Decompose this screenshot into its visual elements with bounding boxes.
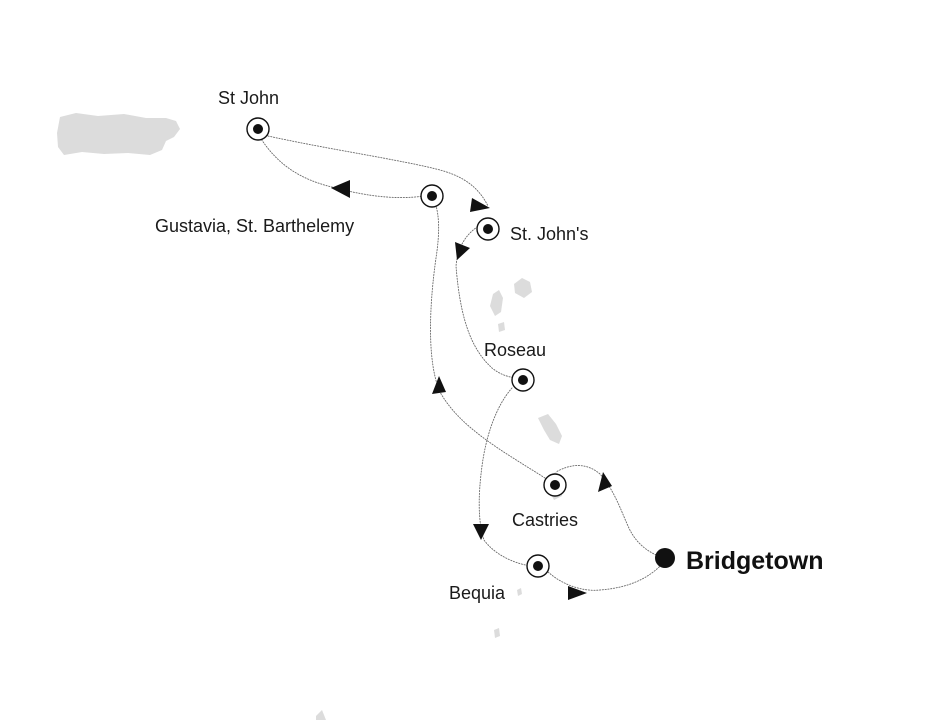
route-arrow xyxy=(598,472,612,492)
route-arrow xyxy=(568,586,587,600)
port-label-bequia: Bequia xyxy=(449,583,506,603)
port-marker-st-johns[interactable] xyxy=(476,217,500,241)
port-marker-gustavia[interactable] xyxy=(420,184,444,208)
home-port-label-bridgetown: Bridgetown xyxy=(686,547,824,575)
arrow-layer xyxy=(331,180,612,600)
port-label-st-johns: St. John's xyxy=(510,224,588,244)
port-marker-roseau[interactable] xyxy=(511,368,535,392)
route-stjohn-stjohns xyxy=(267,135,489,207)
port-marker-bequia[interactable] xyxy=(526,554,550,578)
route-bridgetown-castries xyxy=(555,465,665,559)
route-arrow xyxy=(331,180,350,198)
port-label-st-john: St John xyxy=(218,88,279,108)
route-bequia-bridgetown xyxy=(545,561,665,591)
island-martinique xyxy=(538,414,562,444)
route-layer xyxy=(257,133,665,591)
port-markers xyxy=(246,117,675,578)
route-roseau-bequia xyxy=(478,387,533,567)
route-gustavia-stjohn xyxy=(257,133,425,198)
port-label-roseau: Roseau xyxy=(484,340,546,360)
route-arrow xyxy=(455,242,470,260)
route-arrow xyxy=(470,198,490,212)
label-layer: St John Gustavia, St. Barthelemy St. Joh… xyxy=(155,88,824,603)
port-marker-castries[interactable] xyxy=(543,473,567,497)
port-label-castries: Castries xyxy=(512,510,578,530)
island-grenadines-b xyxy=(494,628,500,638)
island-guadeloupe-c xyxy=(498,322,505,332)
port-marker-st-john[interactable] xyxy=(246,117,270,141)
island-puerto-rico xyxy=(57,113,180,155)
island-grenada-edge xyxy=(316,710,326,720)
route-arrow xyxy=(432,376,446,394)
island-grenadines-a xyxy=(517,588,522,596)
island-guadeloupe-b xyxy=(514,278,532,298)
island-guadeloupe-a xyxy=(490,290,503,316)
port-label-gustavia: Gustavia, St. Barthelemy xyxy=(155,216,354,236)
route-arrow xyxy=(473,524,489,540)
land-layer xyxy=(57,113,564,720)
route-castries-gustavia xyxy=(430,195,546,479)
home-port-marker-bridgetown[interactable] xyxy=(655,548,675,568)
route-stjohns-roseau xyxy=(455,224,521,379)
